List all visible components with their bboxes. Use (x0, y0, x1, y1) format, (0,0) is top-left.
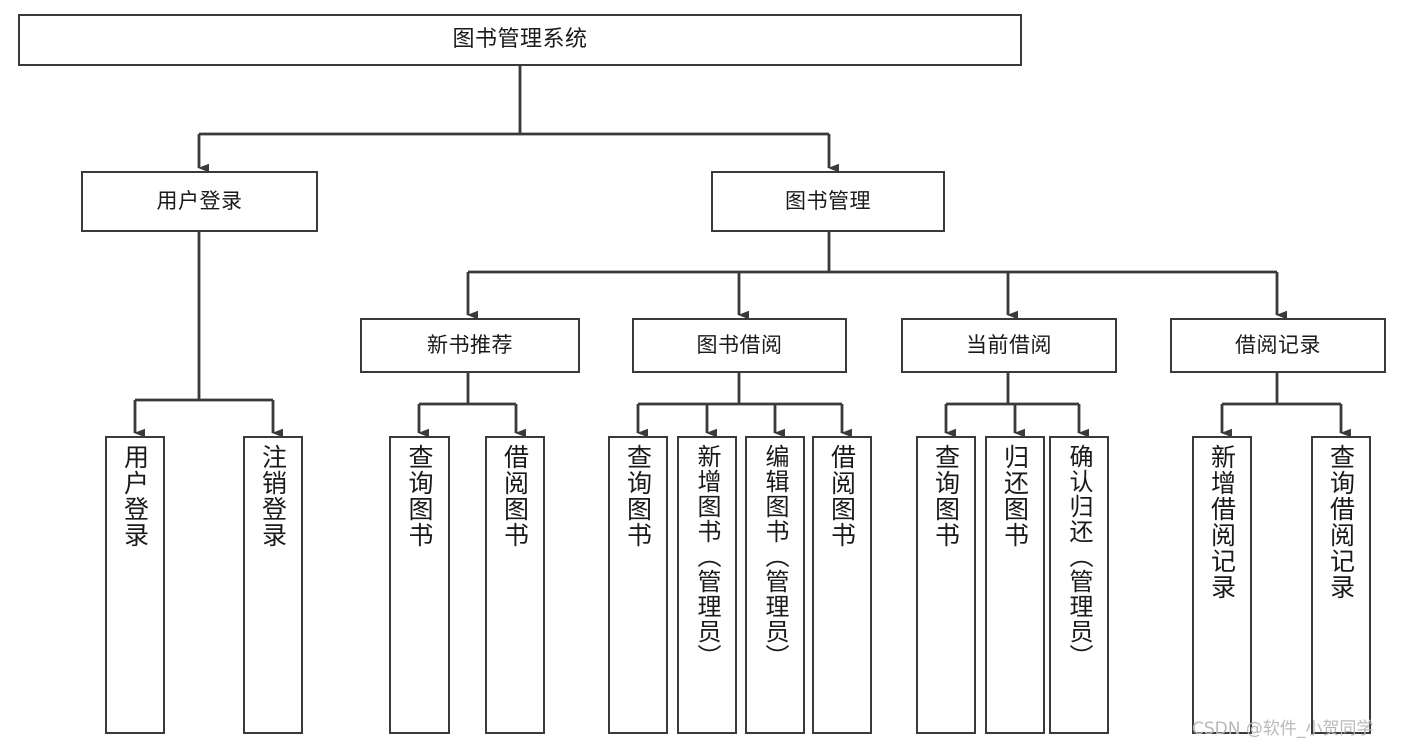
node-leaf-query-book-2-label: 查询图书 (623, 444, 653, 548)
node-leaf-query-book-1-label: 查询图书 (405, 444, 434, 548)
node-book-borrow[interactable]: 图书借阅 (632, 318, 847, 373)
node-leaf-borrow-book-2-label: 借阅图书 (827, 444, 857, 548)
node-leaf-user-login-label: 用户登录 (120, 444, 150, 548)
node-leaf-confirm-return[interactable]: 确认归还（管理员） (1049, 436, 1109, 734)
node-leaf-add-record-label: 新增借阅记录 (1207, 444, 1237, 600)
node-leaf-logout[interactable]: 注销登录 (243, 436, 303, 734)
node-borrow-record-label: 借阅记录 (1235, 332, 1321, 357)
node-leaf-logout-label: 注销登录 (258, 444, 288, 548)
node-root-system[interactable]: 图书管理系统 (18, 14, 1022, 66)
node-leaf-query-book-1[interactable]: 查询图书 (389, 436, 450, 734)
node-leaf-user-login[interactable]: 用户登录 (105, 436, 165, 734)
node-leaf-query-record-label: 查询借阅记录 (1326, 444, 1356, 600)
node-leaf-add-record[interactable]: 新增借阅记录 (1192, 436, 1252, 734)
node-leaf-confirm-return-label: 确认归还（管理员） (1065, 444, 1093, 669)
node-leaf-query-record[interactable]: 查询借阅记录 (1311, 436, 1371, 734)
node-current-borrow-label: 当前借阅 (966, 332, 1052, 357)
node-borrow-record[interactable]: 借阅记录 (1170, 318, 1386, 373)
node-new-book-recommend-label: 新书推荐 (427, 332, 513, 357)
node-leaf-return-book-label: 归还图书 (1000, 444, 1030, 548)
node-book-manage[interactable]: 图书管理 (711, 171, 945, 232)
node-leaf-borrow-book-2[interactable]: 借阅图书 (812, 436, 872, 734)
node-leaf-return-book[interactable]: 归还图书 (985, 436, 1045, 734)
node-leaf-borrow-book-1[interactable]: 借阅图书 (485, 436, 545, 734)
node-current-borrow[interactable]: 当前借阅 (901, 318, 1117, 373)
node-book-borrow-label: 图书借阅 (696, 332, 783, 357)
node-user-login-label: 用户登录 (156, 188, 243, 213)
node-leaf-borrow-book-1-label: 借阅图书 (500, 444, 530, 548)
node-leaf-add-book[interactable]: 新增图书（管理员） (677, 436, 737, 734)
node-user-login[interactable]: 用户登录 (81, 171, 318, 232)
node-book-manage-label: 图书管理 (785, 188, 871, 213)
node-leaf-query-book-3[interactable]: 查询图书 (916, 436, 976, 734)
node-new-book-recommend[interactable]: 新书推荐 (360, 318, 580, 373)
node-leaf-edit-book-label: 编辑图书（管理员） (761, 444, 789, 669)
node-leaf-query-book-3-label: 查询图书 (931, 444, 961, 548)
node-leaf-add-book-label: 新增图书（管理员） (693, 444, 721, 669)
node-root-system-label: 图书管理系统 (452, 26, 588, 52)
node-leaf-query-book-2[interactable]: 查询图书 (608, 436, 668, 734)
node-leaf-edit-book[interactable]: 编辑图书（管理员） (745, 436, 805, 734)
csdn-watermark: CSDN @软件_小贺同学 (1192, 719, 1374, 739)
